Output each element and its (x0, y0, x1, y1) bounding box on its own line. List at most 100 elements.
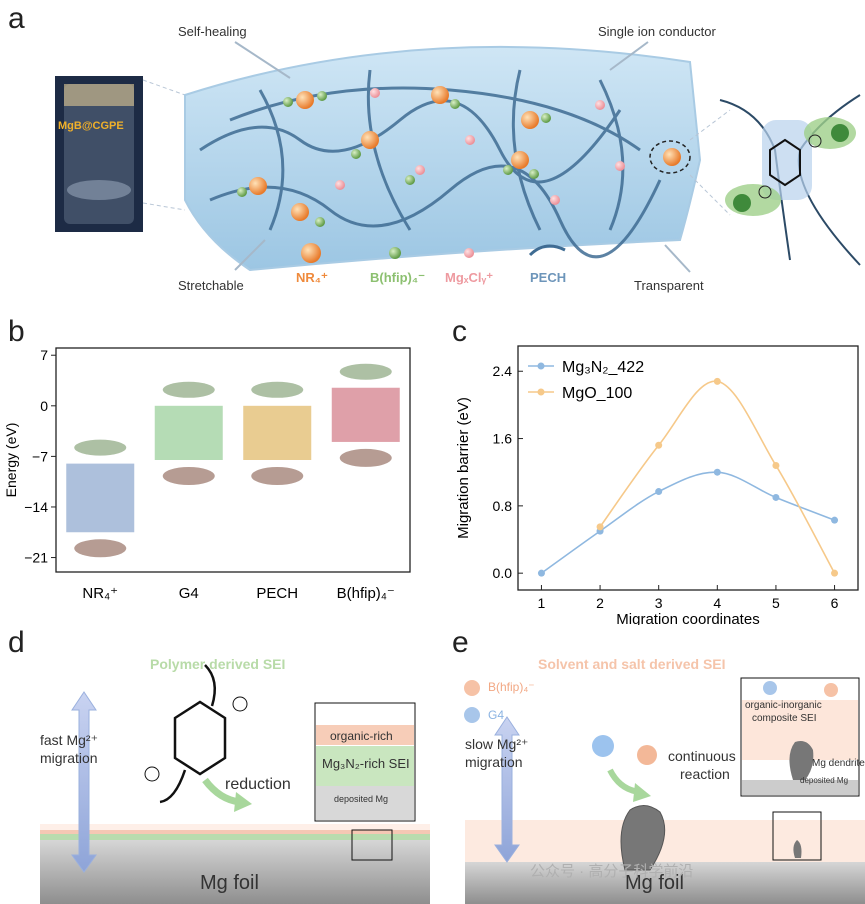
watermark: 公众号 · 高分子科学前沿 (530, 863, 694, 880)
y-axis-label: Energy (eV) (3, 423, 19, 498)
species-label: B(hfip)₄⁻ (337, 585, 395, 602)
callout-stretchable: Stretchable (178, 278, 244, 293)
series-point (596, 523, 604, 531)
energy-level-chart: 7 0 −7 −14 −21 Energy (eV) NR₄⁺ G4 PECH B(hfip)₄⁻ (3, 347, 411, 602)
y-tick-label: 1.6 (493, 431, 513, 447)
legend-mg-cluster-label: MgₓClᵧ⁺ (445, 270, 494, 285)
panel-a-illustration (55, 41, 861, 273)
slow-migration-arrow (494, 716, 520, 863)
legend-pech-label: PECH (530, 270, 567, 285)
panel-d-illustration (40, 664, 430, 904)
homo-orbital (339, 448, 392, 467)
reduction-label: reduction (225, 776, 291, 793)
lumo-orbital (162, 381, 215, 398)
fast-migration-arrow (71, 691, 97, 873)
x-tick-label: 5 (772, 595, 780, 611)
legend-anion-label: B(hfip)₄⁻ (370, 270, 425, 285)
series-line (540, 471, 835, 574)
legend-cation-label: NR₄⁺ (296, 270, 328, 285)
panel-d-migration-2: migration (40, 750, 98, 766)
lumo-orbital (339, 363, 392, 380)
plot-frame (55, 347, 411, 573)
y-tick-label: 0.0 (493, 565, 513, 581)
inset-d-organic-rich: organic-rich (330, 729, 393, 743)
legend-label: MgO_100 (562, 385, 632, 402)
legend-cation-ball (301, 243, 321, 263)
panel-b-letter: b (8, 315, 25, 348)
callout-self-healing: Self-healing (178, 24, 247, 39)
vial-label: MgB@CGPE (58, 120, 124, 132)
continuous-reaction-2: reaction (680, 766, 730, 782)
legend-marker (537, 388, 545, 396)
series-point (772, 461, 780, 469)
legend-mg-ball (464, 248, 474, 258)
homo-orbital (74, 539, 127, 558)
panel-d-foil-label: Mg foil (200, 872, 259, 894)
y-tick-label: 2.4 (493, 363, 513, 379)
homo-orbital (162, 467, 215, 485)
panel-d-migration-1: fast Mg²⁺ (40, 732, 98, 748)
inset-d-mg3n2-rich: Mg₃N₂-rich SEI (322, 756, 410, 771)
y-axis-label: Migration barrier (eV) (455, 397, 472, 539)
callout-transparent: Transparent (634, 278, 704, 293)
panel-d-letter: d (8, 626, 25, 659)
panel-e-migration-2: migration (465, 754, 523, 770)
x-tick-label: 2 (596, 595, 604, 611)
series-point (713, 377, 721, 385)
y-tick-label: −14 (24, 499, 48, 515)
series-line (599, 380, 836, 574)
species-label: NR₄⁺ (82, 585, 118, 602)
callout-single-ion-conductor: Single ion conductor (598, 24, 716, 39)
y-tick-label: 7 (40, 347, 48, 363)
inset-e-dendrite: Mg dendrite (812, 758, 865, 769)
x-tick-label: 6 (831, 595, 839, 611)
lumo-orbital (74, 439, 127, 456)
inset-e-deposited-mg: deposited Mg (800, 776, 849, 785)
energy-gap-bar (331, 387, 400, 442)
legend-anion-ball (389, 247, 401, 259)
panel-e-foil-label: Mg foil (625, 872, 684, 894)
mg-dendrite-large (620, 805, 666, 871)
species-label: PECH (256, 585, 298, 602)
series-point (713, 468, 721, 476)
plot-frame (517, 345, 859, 591)
legend-pech-line (528, 244, 566, 257)
x-tick-label: 1 (538, 595, 546, 611)
panel-d-title: Polymer derived SEI (150, 656, 286, 672)
x-axis-label: Migration coordinates (616, 611, 759, 625)
panel-a-letter: a (8, 2, 25, 35)
y-tick-label: −21 (24, 550, 48, 566)
series-point (831, 516, 839, 524)
y-tick-label: −7 (32, 448, 48, 464)
species-label: G4 (179, 585, 199, 602)
series-point (772, 493, 780, 501)
panel-e-letter: e (452, 626, 469, 659)
panel-c-letter: c (452, 315, 467, 348)
series-point (831, 569, 839, 577)
panel-e-illustration (464, 677, 865, 904)
lumo-orbital (251, 381, 304, 398)
series-point (537, 569, 545, 577)
series-point (655, 441, 663, 449)
panel-e-title: Solvent and salt derived SEI (538, 656, 726, 672)
series-point (655, 488, 663, 496)
inset-d-deposited-mg: deposited Mg (334, 794, 389, 804)
y-tick-label: 0.8 (493, 498, 513, 514)
legend-marker (537, 362, 545, 370)
energy-gap-bar (66, 463, 135, 533)
gel-slab (184, 45, 702, 272)
energy-gap-bar (154, 405, 223, 460)
x-tick-label: 4 (713, 595, 721, 611)
x-tick-label: 3 (655, 595, 663, 611)
continuous-reaction-1: continuous (668, 748, 736, 764)
inset-e-composite-sei: composite SEI (752, 713, 817, 724)
legend-label: Mg₃N₂_422 (562, 359, 644, 376)
ion-particles (237, 86, 681, 227)
homo-orbital (251, 467, 304, 485)
panel-e-migration-1: slow Mg²⁺ (465, 736, 529, 752)
panel-e-legend-g4: G4 (488, 708, 505, 722)
panel-e-legend-anion: B(hfip)₄⁻ (488, 680, 535, 694)
y-tick-label: 0 (40, 398, 48, 414)
mg-foil-e (465, 862, 865, 904)
